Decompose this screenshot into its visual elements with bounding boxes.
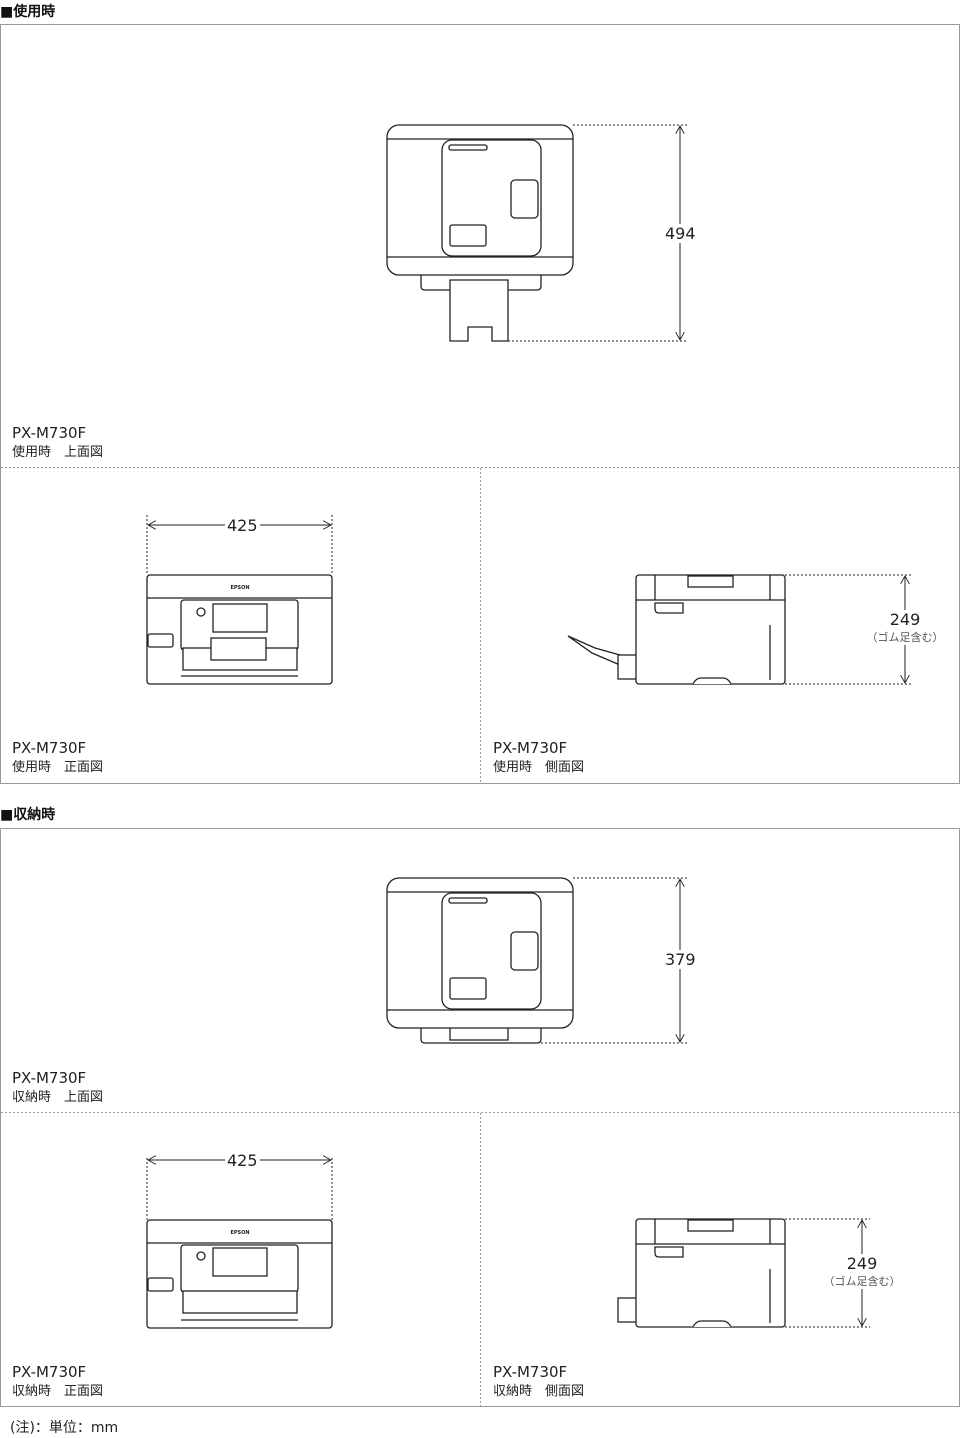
caption-top-storage: PX-M730F 収納時 上面図 xyxy=(12,1069,103,1107)
top-view-in-use xyxy=(386,124,574,342)
dimension-lines xyxy=(146,124,912,1328)
top-view-storage xyxy=(386,877,574,1044)
caption-top-in-use: PX-M730F 使用時 上面図 xyxy=(12,424,103,462)
height-value: 249 xyxy=(862,610,948,629)
width-dimension-storage: 425 xyxy=(225,1151,260,1170)
caption: 使用時 上面図 xyxy=(12,445,104,460)
caption-front-storage: PX-M730F 収納時 正面図 xyxy=(12,1363,103,1401)
caption: 収納時 上面図 xyxy=(12,1090,104,1105)
panel-dividers xyxy=(1,467,959,1406)
unit-note: (注)：単位：mm xyxy=(10,1420,119,1436)
width-dimension-in-use: 425 xyxy=(225,516,260,535)
front-view-in-use xyxy=(146,574,333,685)
section-title-in-use: ■使用時 xyxy=(0,4,56,20)
height-dimension-in-use: 249 （ゴム足含む） xyxy=(862,610,948,645)
epson-logo-storage: EPSON xyxy=(230,1230,249,1236)
section-title-storage: ■収納時 xyxy=(0,807,56,823)
model: PX-M730F xyxy=(493,1363,568,1381)
model: PX-M730F xyxy=(12,739,87,757)
model: PX-M730F xyxy=(12,424,87,442)
side-view-in-use xyxy=(567,574,786,685)
height-dimension-storage: 249 （ゴム足含む） xyxy=(819,1254,905,1289)
height-value: 249 xyxy=(819,1254,905,1273)
model: PX-M730F xyxy=(12,1069,87,1087)
caption: 収納時 正面図 xyxy=(12,1384,104,1399)
caption: 使用時 側面図 xyxy=(493,760,585,775)
caption-side-in-use: PX-M730F 使用時 側面図 xyxy=(493,739,584,777)
model: PX-M730F xyxy=(493,739,568,757)
height-note: （ゴム足含む） xyxy=(866,631,944,644)
caption-side-storage: PX-M730F 収納時 側面図 xyxy=(493,1363,584,1401)
depth-dimension-storage: 379 xyxy=(663,950,698,969)
height-note: （ゴム足含む） xyxy=(823,1275,901,1288)
caption: 収納時 側面図 xyxy=(493,1384,585,1399)
side-view-storage xyxy=(617,1218,786,1328)
epson-logo-in-use: EPSON xyxy=(230,585,249,591)
front-view-storage xyxy=(146,1219,333,1329)
caption-front-in-use: PX-M730F 使用時 正面図 xyxy=(12,739,103,777)
caption: 使用時 正面図 xyxy=(12,760,104,775)
depth-dimension-in-use: 494 xyxy=(663,224,698,243)
model: PX-M730F xyxy=(12,1363,87,1381)
